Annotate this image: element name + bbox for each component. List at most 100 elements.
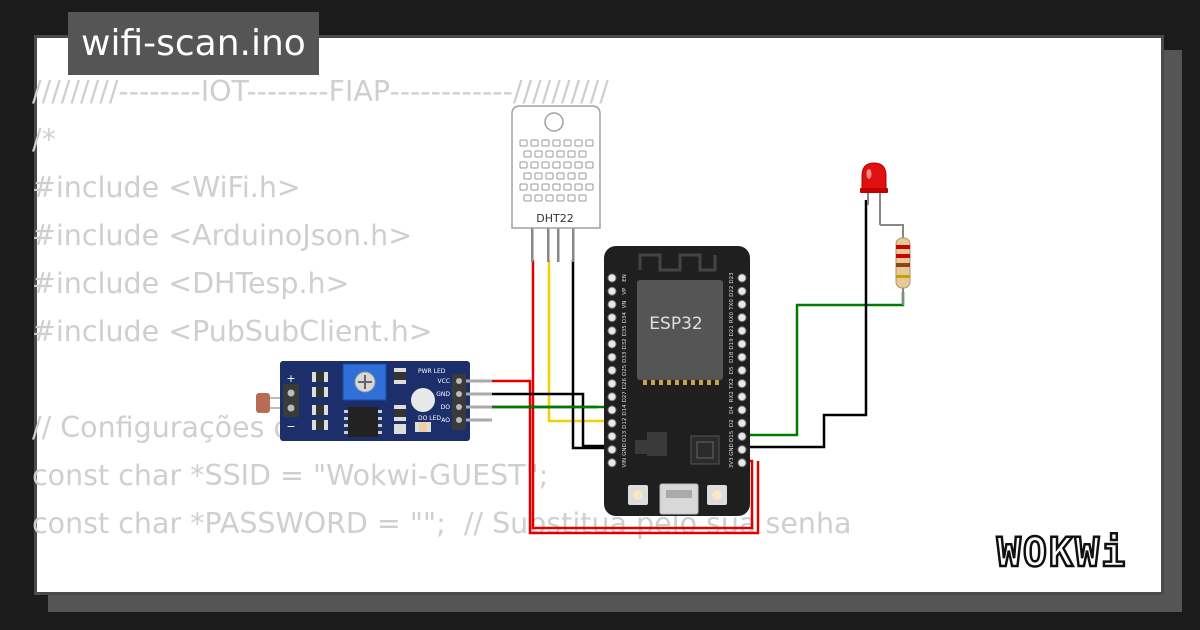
- do-led-label: DO LED: [418, 415, 441, 422]
- esp32-pin-label: D12: [622, 418, 628, 429]
- dht22-vent: [523, 194, 532, 202]
- dht22-vent: [563, 183, 572, 191]
- module-pin: [707, 380, 711, 385]
- code-line: #include <ArduinoJson.h>: [32, 219, 413, 252]
- esp32-pin: [737, 458, 747, 468]
- esp32-pin: [607, 273, 617, 283]
- esp32-pin-label: D15: [729, 430, 735, 442]
- dht22-vent: [530, 183, 539, 191]
- pwr-led-text: PWR LED: [418, 368, 446, 375]
- pwr-led-label: PWR LED: [418, 368, 446, 375]
- esp32-pin: [607, 458, 617, 468]
- dht22-vent: [534, 172, 543, 180]
- dht22-vent: [585, 139, 594, 147]
- esp32-pin: [737, 339, 747, 349]
- dht22-vent: [541, 183, 550, 191]
- dht22-vent: [567, 172, 576, 180]
- module-pin: [667, 380, 671, 385]
- esp32-pin-label: 3V3: [729, 457, 735, 468]
- esp32-pin: [607, 405, 617, 415]
- ldr-pin-vcc: VCC: [438, 378, 450, 385]
- esp32-pin-label: EN: [622, 274, 628, 282]
- esp32-label: ESP32: [649, 314, 702, 334]
- dht22-vent-grid: [519, 139, 594, 202]
- dht22-vent: [563, 161, 572, 169]
- module-pin: [683, 380, 687, 385]
- dht22-vent: [574, 139, 583, 147]
- esp32-pin-label: D5: [729, 366, 735, 374]
- esp32-pin-label: D4: [729, 406, 735, 414]
- module-pin: [675, 380, 679, 385]
- wire-led-gnd: [744, 200, 868, 449]
- esp32-pin-label: TX0: [729, 299, 735, 311]
- wokwi-logo-text: WOKWi: [997, 530, 1127, 576]
- esp32-pin-label: D27: [622, 391, 628, 403]
- esp32-pin-label: D32: [622, 338, 628, 349]
- code-line: /*: [32, 123, 56, 156]
- esp32-pin: [737, 299, 747, 309]
- dht22-vent: [567, 150, 576, 158]
- wire-ldr-vcc: [470, 379, 760, 535]
- esp32-pin: [737, 352, 747, 362]
- esp32-pin-label: D33: [622, 351, 628, 363]
- esp32-board: ESP32 ENVPVND34D35D32D33D25D26D27D14D12D…: [604, 246, 750, 516]
- dht22-vent: [556, 150, 565, 158]
- dht22-vent: [530, 139, 539, 147]
- esp32-pin: [607, 379, 617, 389]
- esp32-pin-label: D23: [729, 272, 735, 284]
- dht22-sensor: DHT22: [511, 105, 601, 262]
- esp32-pin: [607, 313, 617, 323]
- ldr-module: + − PWR LED DO LED VCC GN: [256, 361, 492, 441]
- esp32-pin: [737, 326, 747, 336]
- module-pin: [699, 380, 703, 385]
- esp32-right-pins: D23D22TX0RX0D21D19D18D5TX2RX2D4D2D15GND3…: [729, 272, 747, 468]
- wire-dht-data: [547, 260, 611, 423]
- wokwi-logo: WOKWi: [996, 529, 1127, 578]
- ldr-pin-do: DO: [441, 404, 451, 411]
- esp32-left-pins: ENVPVND34D35D32D33D25D26D27D14D12D13GNDV…: [607, 273, 628, 468]
- resistor: [880, 224, 911, 305]
- esp32-pin-label: RX0: [729, 312, 735, 324]
- dht22-label: DHT22: [536, 212, 573, 225]
- code-line: /////////--------IOT--------FIAP--------…: [32, 75, 609, 108]
- dht22-vent: [552, 183, 561, 191]
- module-pin: [715, 380, 719, 385]
- module-pin: [651, 380, 655, 385]
- esp32-pin: [737, 445, 747, 455]
- esp32-pin: [737, 431, 747, 441]
- ldr-pin-gnd: GND: [436, 391, 450, 398]
- dht22-vent: [545, 150, 554, 158]
- module-pin: [643, 380, 647, 385]
- dht22-vent: [523, 172, 532, 180]
- esp32-pin: [737, 286, 747, 296]
- esp32-pin: [737, 313, 747, 323]
- code-line: const char *SSID = "Wokwi-GUEST";: [32, 459, 549, 492]
- esp32-pin: [607, 352, 617, 362]
- dht22-vent: [574, 183, 583, 191]
- esp32-pin-label: D21: [729, 325, 735, 336]
- dht22-vent: [523, 150, 532, 158]
- esp32-pin-label: D34: [622, 311, 628, 323]
- esp32-pin: [607, 326, 617, 336]
- dht22-vent: [519, 139, 528, 147]
- dht22-vent: [578, 172, 587, 180]
- dht22-vent: [545, 172, 554, 180]
- module-pin: [659, 380, 663, 385]
- esp32-pin-label: TX2: [729, 378, 735, 390]
- ldr-minus-label: −: [286, 420, 295, 433]
- esp32-pin: [607, 365, 617, 375]
- wire-ldr-gnd: [470, 392, 611, 448]
- esp32-pin-label: D22: [729, 286, 735, 297]
- code-line: #include <WiFi.h>: [32, 171, 301, 204]
- code-line: #include <DHTesp.h>: [32, 267, 350, 300]
- code-line: const char *PASSWORD = ""; // Substitua …: [32, 507, 852, 540]
- esp32-pin: [737, 379, 747, 389]
- esp32-pin-label: VP: [622, 287, 628, 295]
- esp32-pin: [737, 365, 747, 375]
- dht22-vent: [519, 183, 528, 191]
- esp32-pin-label: GND: [729, 443, 735, 456]
- dht22-vent: [534, 194, 543, 202]
- esp32-pin: [737, 405, 747, 415]
- dht22-vent: [534, 150, 543, 158]
